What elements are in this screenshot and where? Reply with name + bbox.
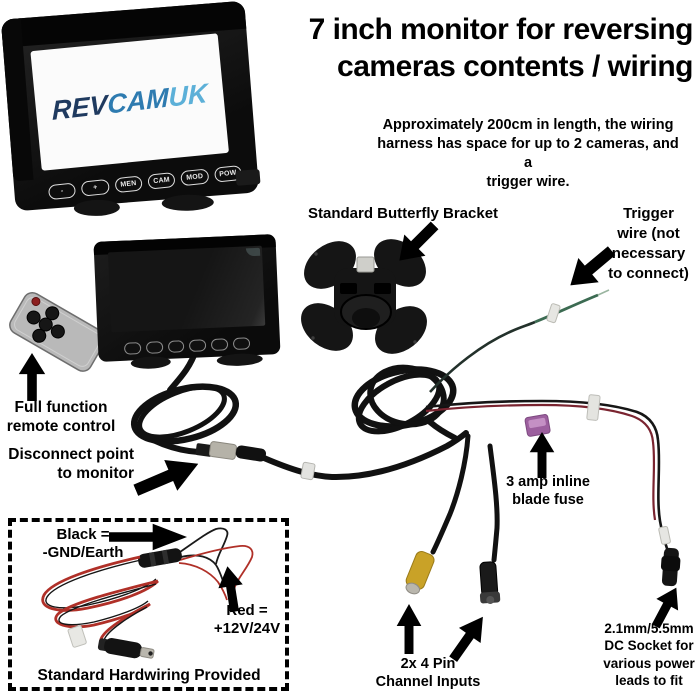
logo-uk: UK: [168, 77, 208, 113]
monitor-button-row: [123, 337, 251, 355]
monitor-button: [189, 339, 207, 352]
monitor-button-menu: MEN: [114, 175, 143, 194]
label-hardwiring: Standard Hardwiring Provided: [37, 667, 261, 684]
cable-coil: [351, 364, 458, 441]
cable-tag: [300, 461, 316, 481]
trigger-wire: [429, 289, 610, 393]
label-dc-socket: 2.1mm/5.5mm DC Socket for various power …: [603, 621, 695, 688]
monitor-button-plus: +: [80, 178, 110, 197]
monitor-screen: REVCAMUK: [30, 33, 230, 171]
inline-fuse: [524, 414, 551, 437]
page-title: 7 inch monitor for reversing cameras con…: [308, 13, 694, 83]
label-disconnect: Disconnect point to monitor: [8, 446, 134, 482]
yellow-channel-connector: [405, 433, 471, 595]
logo-cam: CAM: [107, 82, 169, 120]
dc-plug: [97, 638, 155, 659]
power-wire-pair: [425, 394, 672, 557]
monitor-button: [167, 340, 185, 353]
harness-cable: [261, 430, 469, 481]
cable-tag: [546, 303, 561, 324]
inline-connector: [138, 548, 182, 568]
cable-clip: [586, 394, 601, 421]
label-red-wire: Red = +12V/24V: [213, 602, 281, 638]
label-remote: Full function remote control: [6, 399, 116, 435]
label-black-wire: Black = -GND/Earth: [42, 526, 124, 562]
label-fuse: 3 amp inline blade fuse: [506, 474, 590, 508]
hardwiring-cable: [41, 527, 254, 659]
disconnect-connector: [195, 441, 267, 462]
revcamuk-logo: REVCAMUK: [52, 78, 208, 127]
butterfly-bracket: [301, 239, 427, 354]
monitor-button: [145, 341, 164, 354]
cable-tag: [67, 625, 87, 648]
label-trigger-wire: Trigger wire (not necessary to connect): [608, 205, 689, 282]
dc-socket: [658, 526, 681, 587]
monitor-product-photo: REVCAMUK - + MEN CAM MOD POW: [0, 0, 261, 217]
remote-ir-led: [31, 297, 41, 307]
subtitle: Approximately 200cm in length, the wirin…: [377, 117, 679, 190]
monitor-button: [211, 338, 229, 351]
remote-control: [9, 291, 107, 372]
monitor-button: [123, 342, 142, 355]
monitor-kit-photo: [93, 234, 281, 370]
label-channel-inputs: 2x 4 Pin Channel Inputs: [375, 656, 481, 690]
monitor-button-cam: CAM: [147, 171, 176, 190]
monitor-button-minus: -: [47, 182, 77, 201]
monitor-button: [232, 337, 251, 351]
monitor-button-mode: MOD: [180, 168, 210, 187]
logo-rev: REV: [51, 89, 108, 126]
cable-tag: [658, 526, 671, 545]
monitor-screen-off: [107, 245, 266, 333]
label-butterfly-bracket: Standard Butterfly Bracket: [308, 205, 499, 222]
black-channel-connector: [479, 443, 501, 604]
bracket-sticker: [356, 256, 375, 273]
hardwiring-box: [8, 518, 289, 691]
monitor-connector-block: [235, 169, 261, 186]
screen-glint: [245, 247, 261, 257]
monitor-button-row: - + MEN CAM MOD POW: [47, 164, 243, 201]
